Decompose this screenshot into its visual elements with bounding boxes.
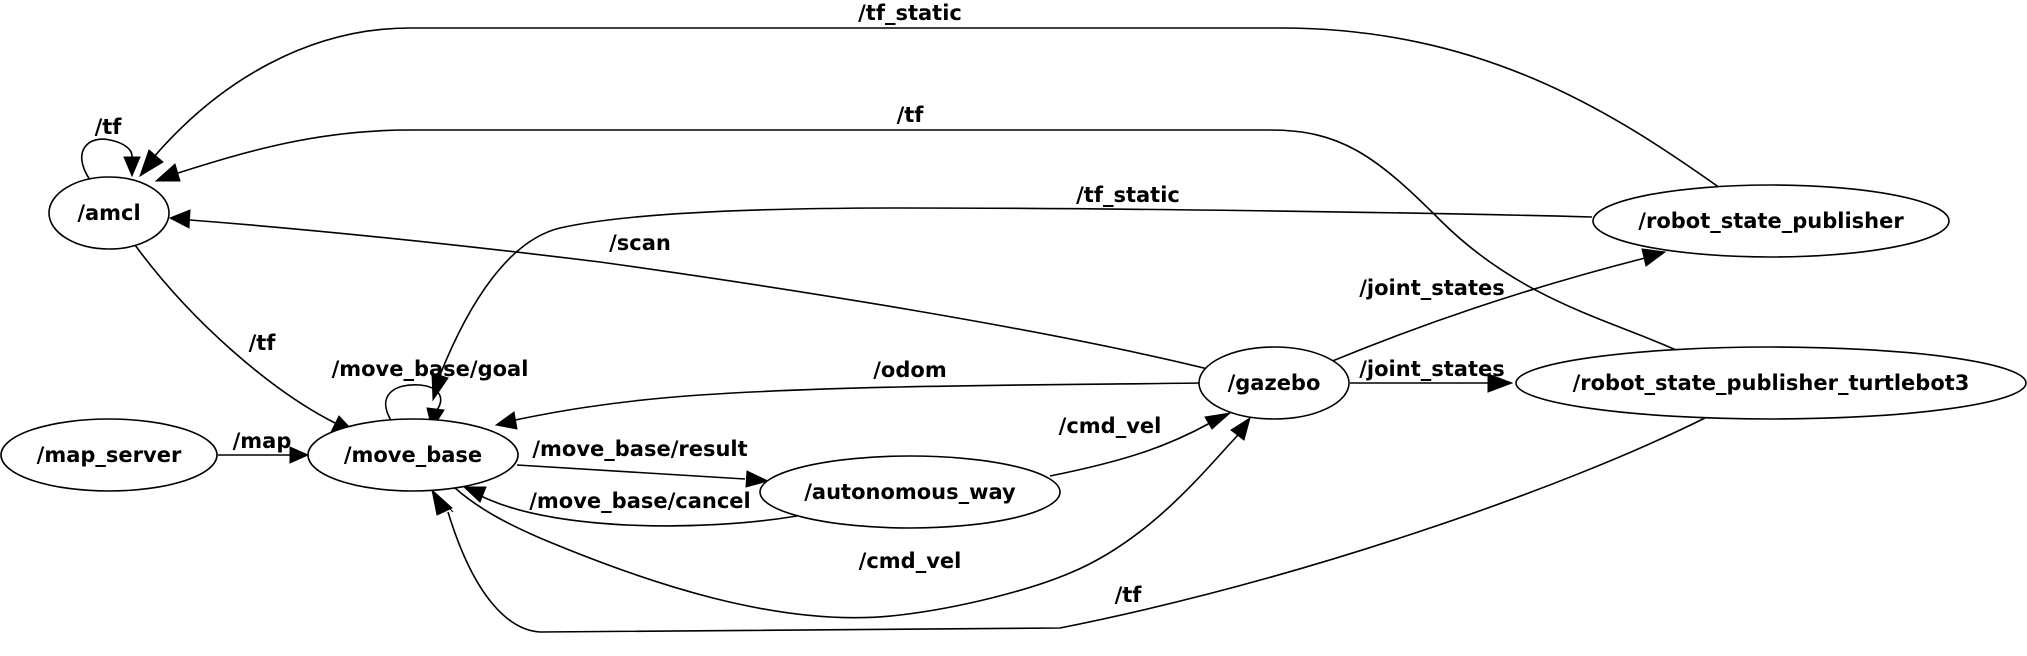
node-robot-state-publisher[interactable]: /robot_state_publisher xyxy=(1592,184,1950,258)
edge-label: /scan xyxy=(609,231,671,255)
node-autonomous-way[interactable]: /autonomous_way xyxy=(759,455,1061,529)
node-label: /amcl xyxy=(77,201,140,225)
node-label: /move_base xyxy=(344,443,482,467)
edge-rsp-to-amcl-tf-static: /tf_static xyxy=(139,1,1721,189)
edge-label: /tf_static xyxy=(1076,183,1180,207)
edge-label: /tf xyxy=(95,115,123,139)
edge-rspt3-to-movebase-tf: /tf xyxy=(431,417,1706,633)
edge-label: /joint_states xyxy=(1359,357,1504,381)
node-robot-state-publisher-turtlebot3[interactable]: /robot_state_publisher_turtlebot3 xyxy=(1515,346,2027,420)
edge-rsp-to-movebase-tf-static: /tf_static xyxy=(431,183,1593,402)
edge-autoway-to-movebase-cancel: /move_base/cancel xyxy=(462,486,798,527)
edge-label: /map xyxy=(233,429,292,453)
edge-movebase-to-autoway-result: /move_base/result xyxy=(516,437,770,488)
edge-label: /odom xyxy=(873,358,946,382)
edge-amcl-to-movebase-tf: /tf xyxy=(134,244,354,433)
node-move-base[interactable]: /move_base xyxy=(307,418,519,492)
edge-autoway-to-gazebo-cmdvel: /cmd_vel xyxy=(1049,412,1232,477)
edge-rspt3-to-amcl-tf: /tf xyxy=(154,103,1677,351)
edge-label: /tf xyxy=(897,103,925,127)
edge-label: /move_base/goal xyxy=(332,357,529,381)
edge-gazebo-to-amcl-scan: /scan xyxy=(168,209,1213,371)
node-label: /autonomous_way xyxy=(804,480,1016,504)
edge-label: /tf xyxy=(1115,583,1143,607)
node-label: /gazebo xyxy=(1228,371,1321,395)
edge-label: /tf xyxy=(249,331,277,355)
node-label: /robot_state_publisher_turtlebot3 xyxy=(1573,371,1970,395)
edge-label: /move_base/cancel xyxy=(529,489,750,513)
edge-amcl-self-tf: /tf xyxy=(80,115,141,181)
edge-movebase-to-gazebo-cmdvel: /cmd_vel xyxy=(454,416,1251,619)
edge-gazebo-to-rspt3-joint-states: /joint_states xyxy=(1350,357,1514,393)
node-gazebo[interactable]: /gazebo xyxy=(1198,346,1350,420)
node-amcl[interactable]: /amcl xyxy=(48,176,170,250)
edge-gazebo-to-movebase-odom: /odom xyxy=(494,358,1201,430)
edge-label: /joint_states xyxy=(1359,276,1504,300)
edge-movebase-self-goal: /move_base/goal xyxy=(332,357,529,431)
node-label: /robot_state_publisher xyxy=(1638,209,1904,233)
edge-label: /cmd_vel xyxy=(859,549,962,573)
node-label: /map_server xyxy=(37,443,182,467)
edge-label: /cmd_vel xyxy=(1059,414,1162,438)
node-map-server[interactable]: /map_server xyxy=(0,418,218,492)
edge-label: /tf_static xyxy=(858,1,962,25)
edge-mapserver-to-movebase-map: /map xyxy=(218,429,310,464)
edge-label: /move_base/result xyxy=(532,437,747,461)
edge-gazebo-to-rsp-joint-states: /joint_states xyxy=(1329,248,1667,363)
